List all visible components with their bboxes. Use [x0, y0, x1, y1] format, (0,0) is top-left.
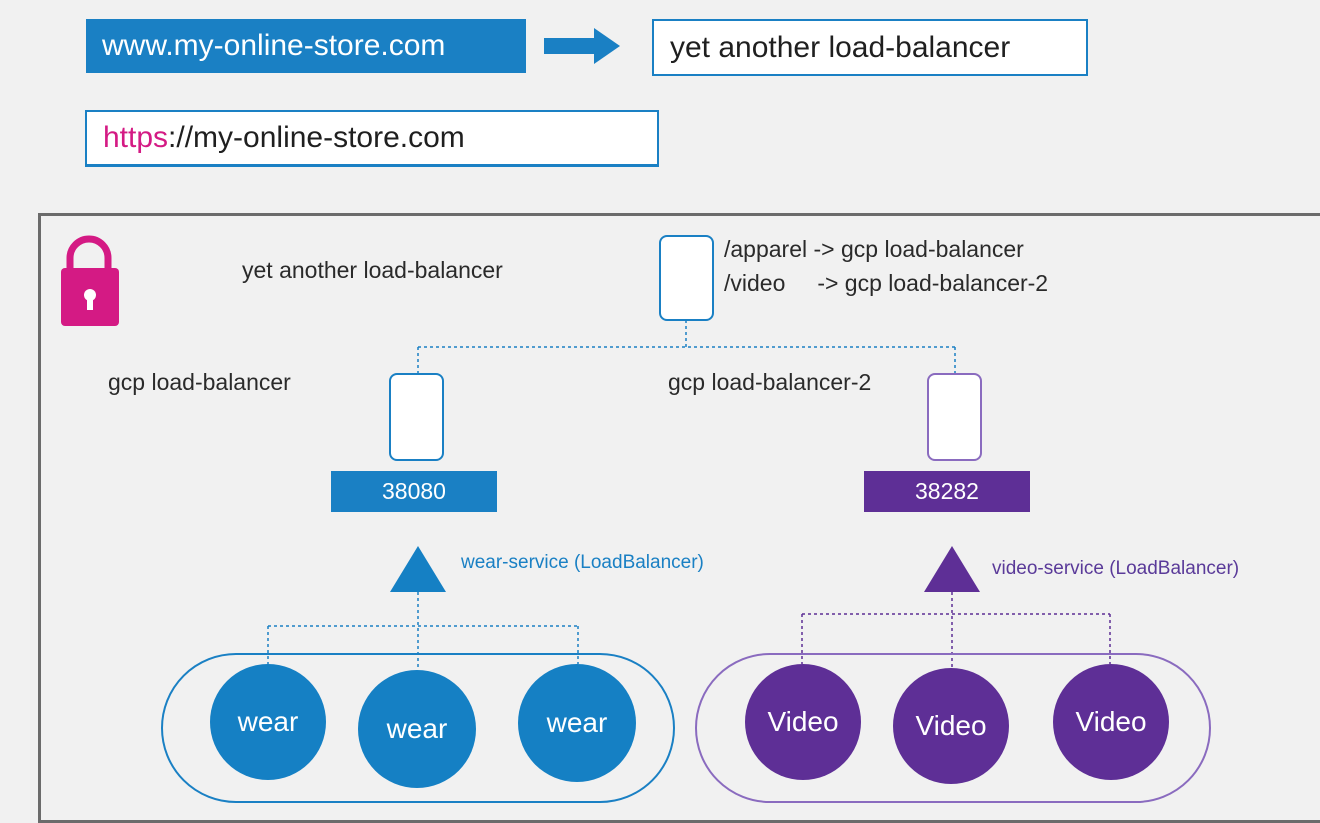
route-apparel: /apparel -> gcp load-balancer — [724, 236, 1024, 262]
wear-pod: wear — [358, 670, 476, 788]
domain-url-box: www.my-online-store.com — [86, 19, 526, 73]
wear-service-triangle-icon — [390, 546, 446, 592]
wear-port-text: 38080 — [382, 478, 446, 504]
gcp-load-balancer-2-icon — [927, 373, 982, 461]
video-pod-group — [695, 653, 1211, 803]
wear-pod: wear — [210, 664, 326, 780]
video-service-label: video-service (LoadBalancer) — [992, 558, 1240, 579]
https-protocol-text: https — [103, 121, 169, 154]
video-port-text: 38282 — [915, 478, 979, 504]
ingress-load-balancer-icon — [659, 235, 714, 321]
lock-icon — [61, 235, 119, 326]
wear-service-label: wear-service (LoadBalancer) — [461, 552, 704, 573]
video-pod: Video — [893, 668, 1009, 784]
video-node-port: 38282 — [864, 471, 1030, 512]
gcp-load-balancer-2-label: gcp load-balancer-2 — [668, 369, 872, 395]
gcp-load-balancer-label: gcp load-balancer — [108, 369, 291, 395]
domain-url-text: www.my-online-store.com — [102, 29, 446, 62]
wear-pod: wear — [518, 664, 636, 782]
target-load-balancer-text: yet another load-balancer — [670, 30, 1011, 64]
route-video: /video -> gcp load-balancer-2 — [724, 270, 1049, 296]
target-load-balancer-box: yet another load-balancer — [652, 19, 1088, 76]
video-pod: Video — [745, 664, 861, 780]
gcp-load-balancer-icon — [389, 373, 444, 461]
ingress-label: yet another load-balancer — [242, 257, 503, 283]
video-service-triangle-icon — [924, 546, 980, 592]
video-pod: Video — [1053, 664, 1169, 780]
https-host-text: ://my-online-store.com — [168, 121, 465, 154]
wear-pod-group — [161, 653, 675, 803]
wear-node-port: 38080 — [331, 471, 497, 512]
arrow-right-icon — [544, 28, 620, 64]
https-url-box: https://my-online-store.com — [85, 110, 659, 167]
